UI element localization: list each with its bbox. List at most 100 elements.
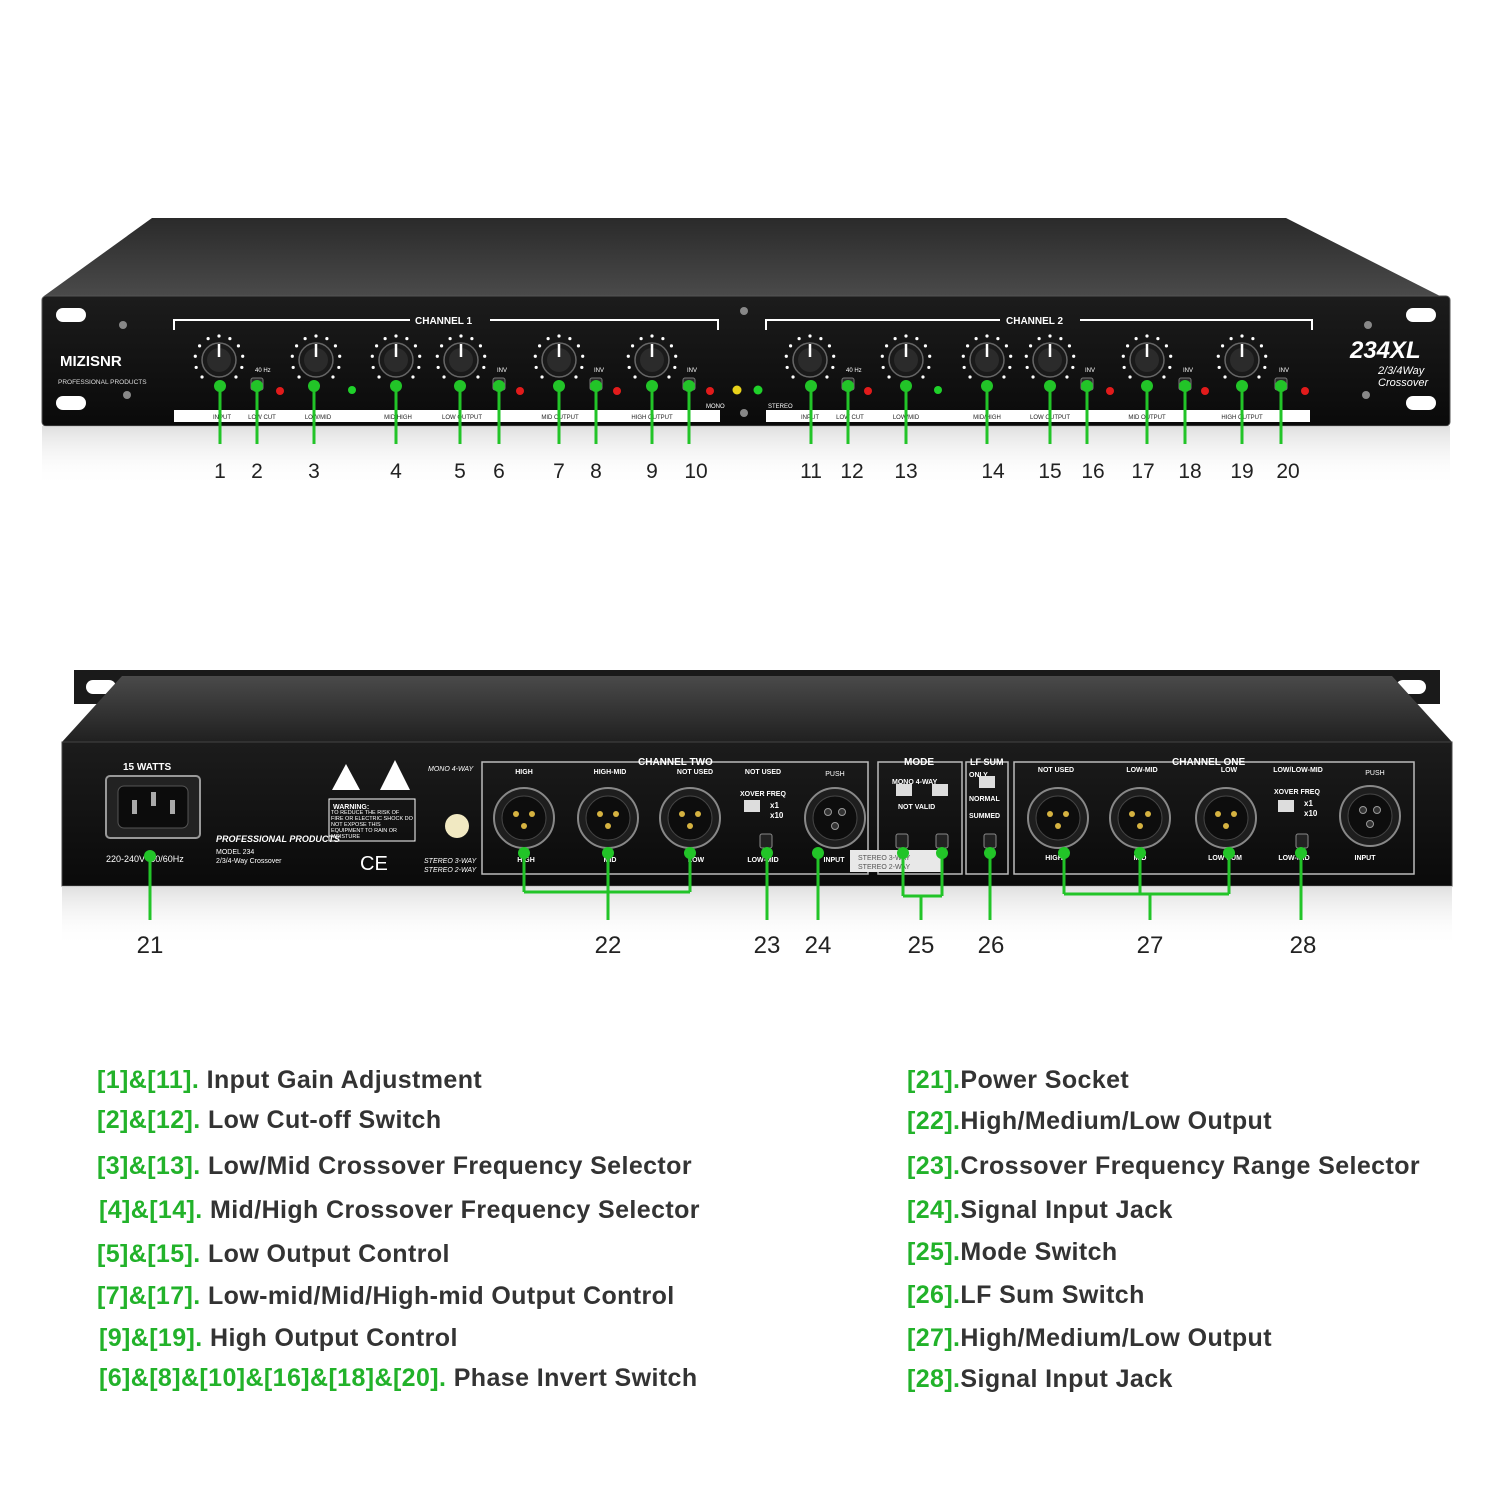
legend-ref: [7]&[17]. bbox=[97, 1282, 201, 1310]
jack-inner bbox=[1117, 795, 1163, 841]
ce-mark: CE bbox=[360, 853, 388, 875]
front-unit: MIZISNR PROFESSIONAL PRODUCTS 234XL 2/3/… bbox=[41, 218, 1451, 486]
knob-scale-dot bbox=[1059, 337, 1063, 341]
rear-reflection bbox=[62, 886, 1452, 946]
inv-label: INV bbox=[1279, 368, 1289, 374]
callout-dot bbox=[590, 380, 602, 392]
knob-scale-dot bbox=[470, 337, 474, 341]
callout-dot bbox=[900, 380, 912, 392]
legend-item: [22].High/Medium/Low Output bbox=[907, 1107, 1272, 1136]
jack-label: NOT USED bbox=[677, 769, 713, 776]
knob-cap bbox=[384, 348, 408, 372]
knob-cap bbox=[547, 348, 571, 372]
inv-label: INV bbox=[1183, 368, 1193, 374]
warning-triangle-icon bbox=[332, 764, 360, 790]
callout-dot bbox=[981, 380, 993, 392]
knob-scale-dot bbox=[827, 344, 832, 348]
knob-cap bbox=[449, 348, 473, 372]
knob-cap bbox=[894, 348, 918, 372]
front-chassis-top bbox=[44, 218, 1440, 296]
legend-ref: [2]&[12]. bbox=[97, 1106, 201, 1134]
panel-label: LOW CUT bbox=[836, 415, 864, 421]
callout-number: 19 bbox=[1230, 460, 1253, 483]
power-pin bbox=[170, 800, 175, 814]
knob-scale-dot bbox=[236, 344, 241, 348]
knob-scale-dot bbox=[1229, 337, 1233, 341]
knob-scale-dot bbox=[383, 337, 387, 341]
mode-not-valid: NOT VALID bbox=[898, 804, 935, 811]
stereo-led-indicator bbox=[753, 385, 763, 395]
callout-number: 1 bbox=[214, 460, 226, 483]
jack-pin bbox=[1063, 811, 1069, 817]
panel-label: LOW/MID bbox=[305, 415, 332, 421]
knob-scale-dot bbox=[785, 365, 789, 370]
callout-number: 15 bbox=[1038, 460, 1061, 483]
channel2-bracket bbox=[765, 319, 1313, 330]
legend-ref: [4]&[14]. bbox=[99, 1196, 203, 1224]
legend-ref: [23]. bbox=[907, 1152, 961, 1180]
knob-scale-dot bbox=[291, 365, 295, 370]
jack-inner bbox=[1347, 793, 1393, 839]
knob-scale-dot bbox=[1164, 344, 1169, 348]
knob-scale-dot bbox=[303, 337, 307, 341]
knob-scale-dot bbox=[537, 344, 542, 348]
jack-pin bbox=[1137, 823, 1143, 829]
knob-scale-dot bbox=[1162, 375, 1166, 379]
jack-hole bbox=[1366, 820, 1374, 828]
jack-label: MID bbox=[604, 857, 617, 864]
knob-scale-dot bbox=[928, 354, 932, 358]
knob-scale-dot bbox=[1009, 354, 1013, 358]
knob-scale-dot bbox=[417, 365, 421, 370]
knob-scale-dot bbox=[439, 344, 444, 348]
callout-number: 25 bbox=[908, 932, 935, 959]
warning-triangle-icon bbox=[380, 760, 410, 790]
knob-scale-dot bbox=[639, 337, 643, 341]
jack-label: LOW-MID bbox=[1126, 767, 1157, 774]
knob-scale-dot bbox=[961, 354, 965, 358]
knob-scale-dot bbox=[674, 354, 678, 358]
knob-scale-dot bbox=[546, 337, 550, 341]
knob-scale-dot bbox=[294, 344, 299, 348]
knob-cap bbox=[975, 348, 999, 372]
legend-text: Power Socket bbox=[960, 1066, 1130, 1094]
jack-hole bbox=[1359, 806, 1367, 814]
knob-scale-dot bbox=[314, 334, 318, 338]
jack-inner bbox=[501, 795, 547, 841]
lf-only: ONLY bbox=[969, 772, 988, 779]
xover-freq-ch2: XOVER FREQ bbox=[740, 791, 786, 798]
jack-pin bbox=[695, 811, 701, 817]
knob-scale-dot bbox=[825, 375, 829, 379]
knob-scale-dot bbox=[193, 354, 197, 358]
brand-logo: MIZISNR bbox=[60, 353, 122, 370]
jack-label: LOW-MID bbox=[1278, 855, 1309, 862]
callout-number: 27 bbox=[1137, 932, 1164, 959]
knob-scale-dot bbox=[1145, 334, 1149, 338]
jack-label: LOW SUM bbox=[1208, 855, 1242, 862]
knob-scale-dot bbox=[459, 334, 463, 338]
jack-pin bbox=[679, 811, 685, 817]
warning-text-wrap: TO REDUCE THE RISK OF FIRE OR ELECTRIC S… bbox=[331, 810, 413, 840]
red-led-indicator bbox=[1301, 387, 1309, 395]
rear-jacks bbox=[493, 776, 1401, 849]
knob-scale-dot bbox=[887, 375, 891, 379]
jack-pin bbox=[1055, 823, 1061, 829]
legend-item: [28].Signal Input Jack bbox=[907, 1365, 1173, 1394]
knob-scale-dot bbox=[1169, 354, 1173, 358]
power-socket-inner bbox=[117, 785, 189, 829]
knob-scale-dot bbox=[923, 344, 928, 348]
screw-icon bbox=[123, 391, 131, 399]
legend-item: [9]&[19]. High Output Control bbox=[99, 1324, 458, 1353]
knob-scale-dot bbox=[1251, 337, 1255, 341]
knob-scale-dot bbox=[448, 337, 452, 341]
knob-scale-dot bbox=[626, 354, 630, 358]
jack-pin bbox=[687, 823, 693, 829]
jack-label: HIGH-MID bbox=[594, 769, 627, 776]
rack-slot bbox=[56, 308, 86, 322]
knob-scale-dot bbox=[1217, 365, 1221, 370]
knob-scale-dot bbox=[1048, 334, 1052, 338]
knob-scale-dot bbox=[1008, 365, 1012, 370]
callout-number: 2 bbox=[251, 460, 263, 483]
callout-dot bbox=[1179, 380, 1191, 392]
panel-label: LOW CUT bbox=[248, 415, 276, 421]
